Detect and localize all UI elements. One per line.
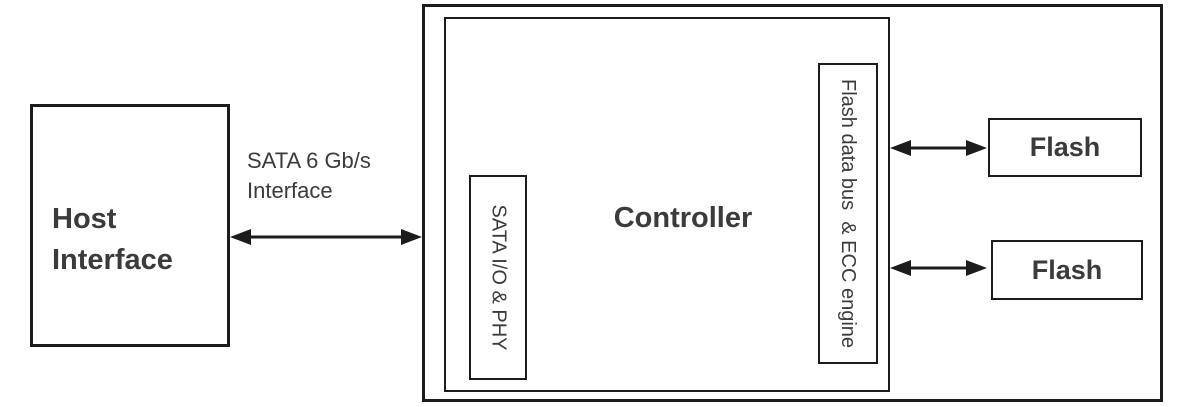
host-interface-box: Host Interface xyxy=(30,104,230,347)
sata-io-phy-box: SATA I/O & PHY xyxy=(469,175,527,380)
flash-bottom-label: Flash xyxy=(1031,254,1103,285)
host-interface-label-line2: Interface xyxy=(52,244,173,276)
arrow-left-head-icon xyxy=(890,139,911,156)
arrow-right-head-icon xyxy=(966,139,987,156)
arrow-right-head-icon xyxy=(401,228,422,245)
host-interface-label: Host Interface xyxy=(52,199,173,281)
arrow-left-head-icon xyxy=(230,228,251,245)
flash-top-bidirectional-arrow xyxy=(890,139,987,156)
host-interface-label-line1: Host xyxy=(52,203,117,235)
sata-io-phy-label: SATA I/O & PHY xyxy=(487,204,510,351)
flash-box-bottom: Flash xyxy=(991,240,1143,300)
arrow-left-head-icon xyxy=(890,259,911,276)
flash-bottom-bidirectional-arrow xyxy=(890,259,987,276)
flash-bus-ecc-label: Flash data bus & ECC engine xyxy=(837,78,860,349)
sata-interface-label-line1: SATA 6 Gb/s xyxy=(247,148,371,173)
sata-interface-label: SATA 6 Gb/s Interface xyxy=(247,146,371,206)
arrow-shaft xyxy=(904,146,973,149)
controller-label: Controller xyxy=(613,202,753,234)
arrow-shaft xyxy=(244,235,408,238)
arrow-shaft xyxy=(904,266,973,269)
sata-interface-label-line2: Interface xyxy=(247,178,333,203)
arrow-right-head-icon xyxy=(966,259,987,276)
flash-bus-ecc-box: Flash data bus & ECC engine xyxy=(818,63,878,364)
flash-box-top: Flash xyxy=(988,118,1142,177)
flash-top-label: Flash xyxy=(1029,132,1101,162)
sata-bidirectional-arrow xyxy=(230,228,422,245)
